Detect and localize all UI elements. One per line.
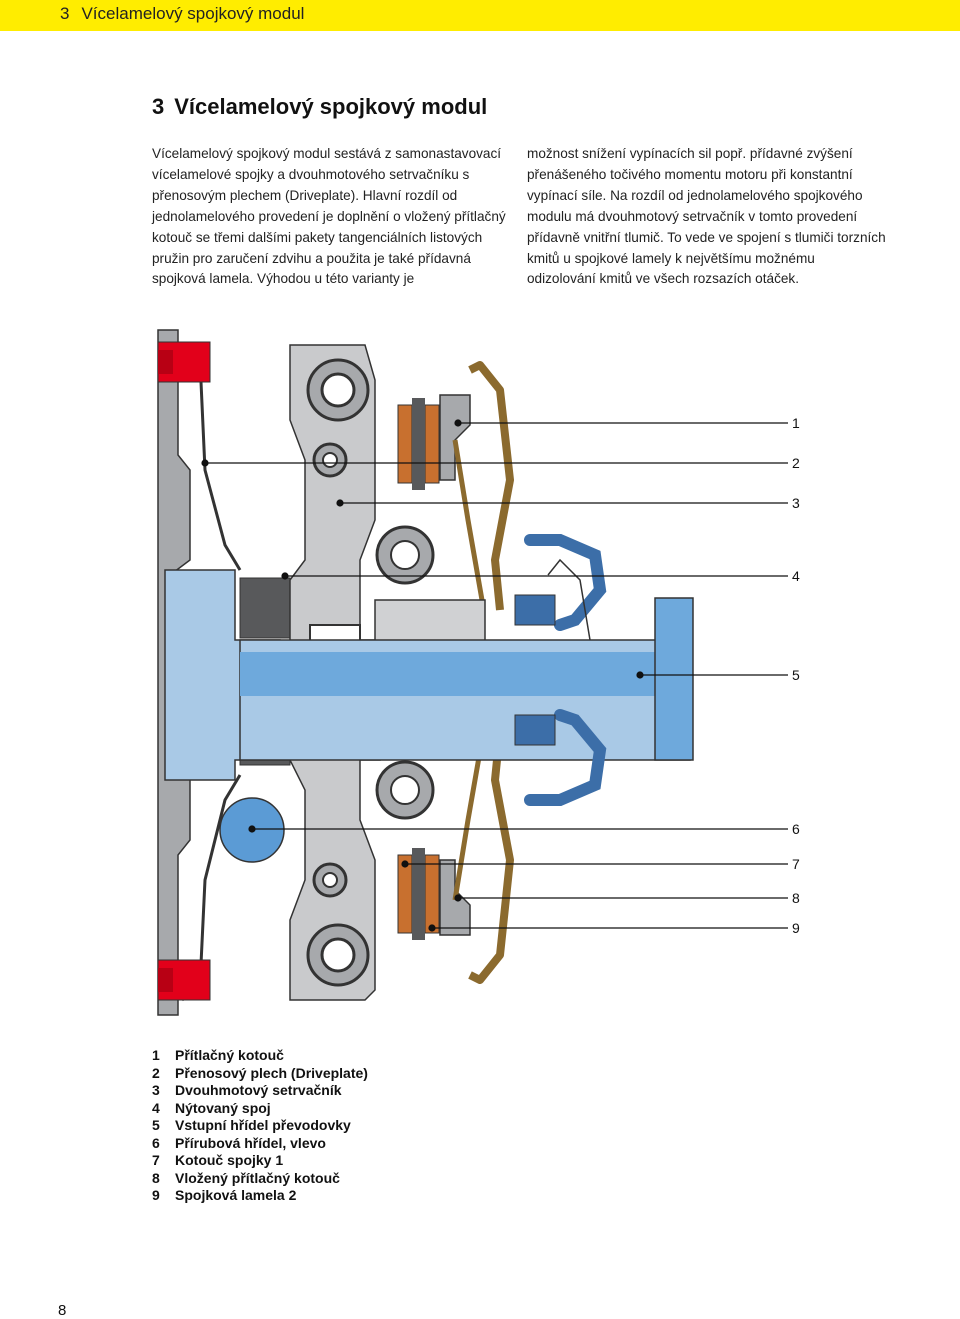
callout-2: 2 [792, 455, 800, 471]
body-paragraph-right: možnost snížení vypínacích sil popř. pří… [527, 146, 886, 287]
clutch-cover [468, 361, 514, 611]
release-bearing-bottom [514, 714, 556, 746]
clutch-disc-1-top [397, 404, 413, 484]
body-text-right-column: možnost snížení vypínacích sil popř. pří… [527, 144, 887, 290]
clutch-module-cross-section-figure: 1 2 3 4 5 6 7 8 9 [0, 300, 960, 1030]
clutch-disc-2-bottom [424, 854, 440, 934]
intermediate-pressure-plate [439, 394, 471, 481]
page-number: 8 [58, 1302, 67, 1319]
callout-7: 7 [792, 856, 800, 872]
callout-1: 1 [792, 415, 800, 431]
pilot-bearing [309, 624, 361, 642]
shaft-end-flange [654, 597, 694, 761]
clutch-cross-section-drawing [157, 329, 788, 1016]
callout-3: 3 [792, 495, 800, 511]
page-title: 3 Vícelamelový spojkový modul [152, 94, 487, 120]
callout-6: 6 [792, 821, 800, 837]
page-title-number: 3 [152, 94, 165, 119]
chapter-header: 3 Vícelamelový spojkový modul [60, 4, 316, 24]
callout-4: 4 [792, 568, 800, 584]
body-text-left-column: Vícelamelový spojkový modul sestává z sa… [152, 144, 512, 290]
page-title-text: Vícelamelový spojkový modul [174, 94, 488, 119]
clutch-disc-2-top [424, 404, 440, 484]
release-lever-bottom [524, 709, 607, 806]
chapter-header-band: 3 Vícelamelový spojkový modul [0, 0, 960, 31]
callout-5: 5 [792, 667, 800, 683]
release-lever-top [524, 534, 607, 631]
chapter-header-title: Vícelamelový spojkový modul [81, 4, 305, 23]
chapter-header-number: 3 [60, 4, 70, 23]
callout-8: 8 [792, 890, 800, 906]
body-paragraph-left: Vícelamelový spojkový modul sestává z sa… [152, 146, 506, 287]
release-bearing-top [514, 594, 556, 626]
callout-9: 9 [792, 920, 800, 936]
callout-leader-lines [201, 419, 788, 932]
